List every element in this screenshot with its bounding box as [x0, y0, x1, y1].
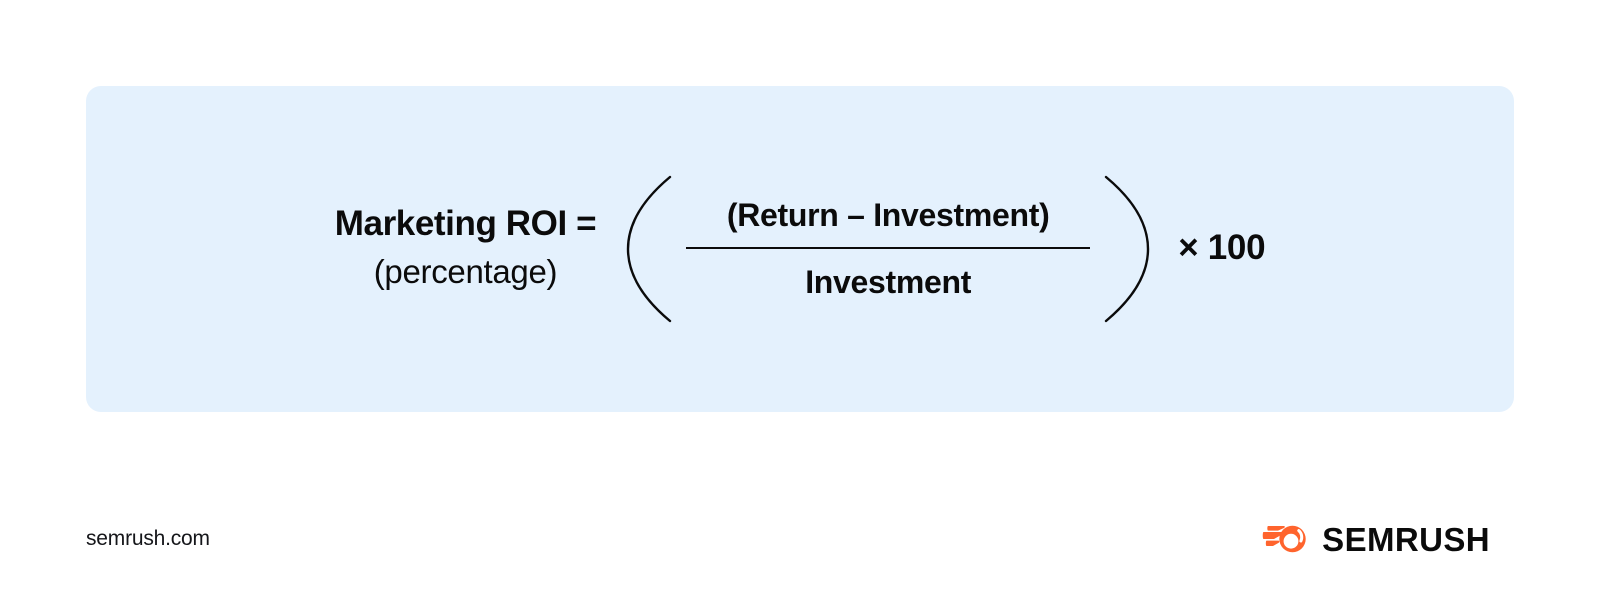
- formula-panel: Marketing ROI = (percentage) (Return – I…: [86, 86, 1514, 412]
- formula-left-side: Marketing ROI = (percentage): [334, 204, 597, 292]
- semrush-logo: SEMRUSH: [1262, 521, 1490, 557]
- formula-equation: Marketing ROI = (percentage) (Return – I…: [86, 86, 1514, 412]
- semrush-comet-icon: [1262, 521, 1308, 557]
- formula-multiplier: × 100: [1178, 228, 1266, 267]
- fraction-denominator: Investment: [805, 264, 972, 300]
- footer-source-url: semrush.com: [86, 527, 210, 550]
- fraction-bar: [686, 247, 1091, 249]
- semrush-wordmark: SEMRUSH: [1322, 520, 1490, 558]
- formula-left-sublabel: (percentage): [373, 252, 558, 290]
- fraction: (Return – Investment) Investment: [676, 196, 1100, 300]
- formula-left-label: Marketing ROI =: [334, 204, 597, 244]
- fraction-numerator: (Return – Investment): [726, 196, 1050, 233]
- close-paren-icon: [1100, 174, 1152, 324]
- parenthesized-fraction: (Return – Investment) Investment: [620, 174, 1156, 324]
- open-paren-icon: [624, 174, 676, 324]
